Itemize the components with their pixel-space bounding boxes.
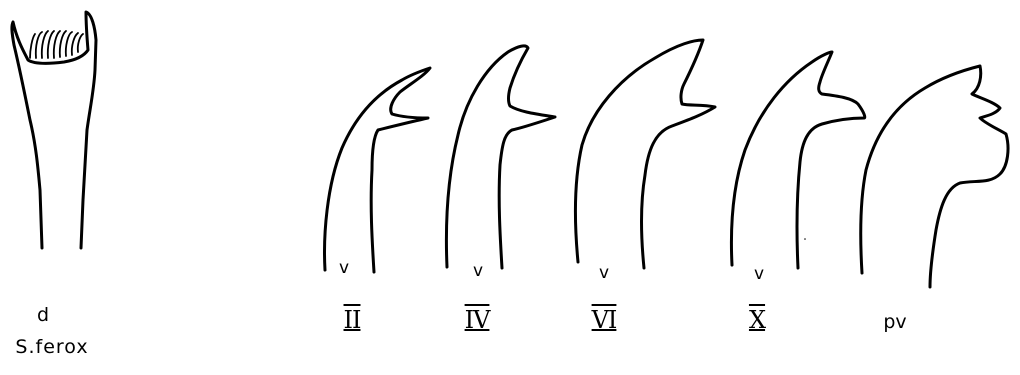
hook-vi-position-label: VI	[592, 308, 617, 332]
hook-iv-position-label: IV	[465, 308, 490, 332]
hook-x-drawing	[731, 52, 864, 268]
jaw-teeth	[30, 31, 83, 58]
speck-mark	[804, 238, 806, 240]
hook-pv-drawing	[861, 66, 1008, 287]
hook-ii-drawing	[325, 68, 430, 272]
hook-vi-view-label: v	[599, 265, 609, 282]
hook-ii-position-label: II	[344, 308, 361, 332]
hook-x-view-label: v	[754, 266, 764, 283]
dorsal-label: d	[37, 306, 49, 325]
hook-iv-view-label: v	[473, 263, 483, 280]
hook-iv-drawing	[446, 46, 555, 268]
hook-ii-view-label: v	[339, 260, 349, 277]
hook-pv-position-label: pv	[883, 313, 906, 332]
hook-vi-drawing	[575, 40, 715, 268]
dorsal-jaw-drawing	[12, 12, 96, 248]
hook-x-position-label: X	[749, 308, 765, 332]
species-label: S.ferox	[15, 338, 88, 357]
